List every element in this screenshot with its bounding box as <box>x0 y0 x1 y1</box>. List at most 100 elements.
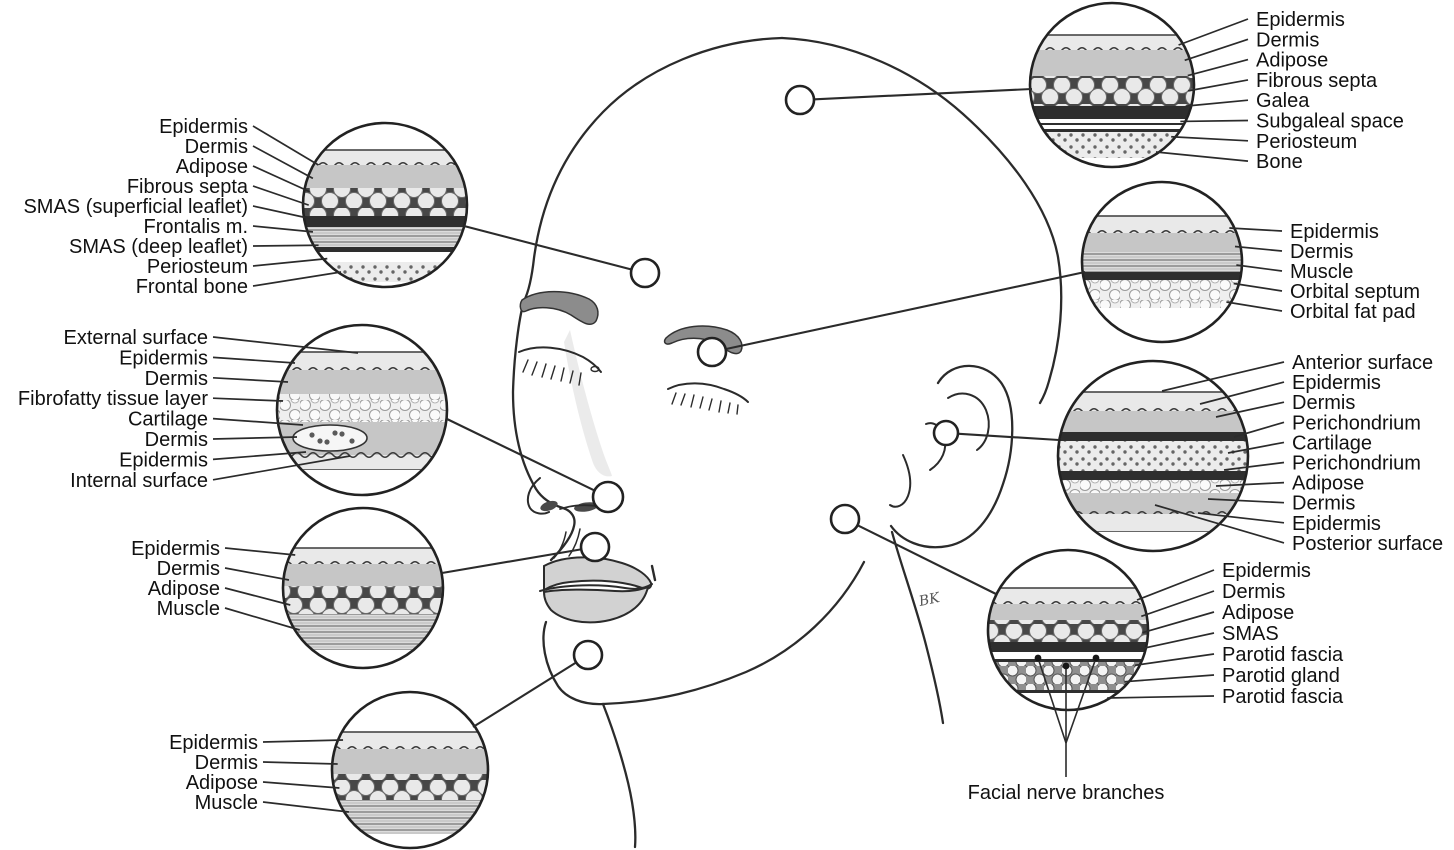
chin-jaw-outline <box>542 560 866 706</box>
layer-label-parotid-5: Parotid gland <box>1222 665 1340 687</box>
layer-label-scalp-0: Epidermis <box>1256 9 1345 31</box>
inset-forehead-layers <box>304 124 466 286</box>
marker-connector-forehead <box>463 224 631 271</box>
leader-line-chin-0 <box>262 739 344 743</box>
layer-band-stipple <box>1059 441 1247 471</box>
layer-band-epi <box>284 548 442 564</box>
layer-label-parotid-1: Dermis <box>1222 581 1285 603</box>
site-marker-ear <box>932 419 960 447</box>
leader-line-chin-3 <box>262 801 349 813</box>
artist-signature: BK <box>917 590 943 610</box>
inset-parotid-layers <box>989 551 1147 709</box>
layer-label-scalp-4: Galea <box>1256 90 1310 112</box>
leader-line-eyelid-0 <box>1229 227 1283 232</box>
leader-line-nose-7 <box>212 455 351 481</box>
layer-band-white <box>304 124 466 150</box>
layer-band-dark <box>1031 106 1193 119</box>
layer-label-scalp-1: Dermis <box>1256 29 1319 51</box>
layer-label-forehead-0: Epidermis <box>159 116 248 138</box>
leader-line-lip-1 <box>224 567 290 581</box>
inset-nose: External surfaceEpidermisDermisFibrofatt… <box>18 323 449 497</box>
layer-band-white <box>989 551 1147 588</box>
layer-band-adipose_light <box>1059 480 1247 493</box>
neck-back-line <box>890 530 945 725</box>
layer-label-ear-6: Adipose <box>1292 473 1364 495</box>
marker-connector-eyelid <box>726 270 1086 350</box>
nerve-branch-dot-0 <box>1034 654 1042 662</box>
leader-line-forehead-2 <box>252 165 311 193</box>
layer-band-epi <box>1083 216 1241 233</box>
layer-band-white <box>989 652 1147 662</box>
layer-label-ear-4: Cartilage <box>1292 432 1372 454</box>
leader-line-scalp-7 <box>1155 151 1249 162</box>
layer-band-adipose <box>284 586 442 614</box>
layer-label-nose-6: Epidermis <box>119 449 208 471</box>
layer-band-dermis <box>989 604 1147 620</box>
layer-label-eyelid-0: Epidermis <box>1290 221 1379 243</box>
nerve-pointer-line-0 <box>1037 657 1067 744</box>
philtrum-lines <box>553 528 581 559</box>
mouth-line <box>539 583 653 592</box>
leader-line-ear-8 <box>1197 512 1285 524</box>
cartilage-ellipse <box>292 424 368 452</box>
layer-label-nose-5: Dermis <box>145 429 208 451</box>
layer-band-dark <box>304 247 466 252</box>
nerve-branch-dot-2 <box>1092 654 1100 662</box>
layer-band-epi <box>278 352 446 370</box>
leader-line-ear-6 <box>1215 481 1285 487</box>
layer-label-forehead-1: Dermis <box>185 136 248 158</box>
leader-line-eyelid-1 <box>1234 245 1283 252</box>
leader-line-parotid-3 <box>1140 632 1215 650</box>
layer-label-ear-2: Dermis <box>1292 392 1355 414</box>
layer-label-lip-3: Muscle <box>157 598 220 620</box>
layer-label-ear-1: Epidermis <box>1292 372 1381 394</box>
layer-label-lip-2: Adipose <box>148 578 220 600</box>
inset-forehead-outline <box>301 121 469 289</box>
layer-label-scalp-3: Fibrous septa <box>1256 70 1378 92</box>
layer-label-ear-7: Dermis <box>1292 493 1355 515</box>
eye-near-lashes <box>671 392 739 415</box>
leader-line-chin-2 <box>262 781 340 789</box>
leader-line-forehead-3 <box>252 185 310 206</box>
layer-band-line <box>989 690 1147 693</box>
head-profile-drawing <box>511 36 1063 849</box>
nerve-pointer-line-2 <box>1065 657 1097 744</box>
inset-parotid-outline <box>986 548 1150 712</box>
layer-label-forehead-6: SMAS (deep leaflet) <box>69 236 248 258</box>
leader-line-nose-3 <box>212 397 284 402</box>
inset-eyelid-outline <box>1080 180 1244 344</box>
layer-band-white <box>304 252 466 262</box>
leader-line-lip-2 <box>224 587 291 606</box>
skull-front-outline <box>522 36 784 303</box>
layer-label-lip-1: Dermis <box>157 558 220 580</box>
layer-band-dark <box>1059 471 1247 480</box>
neck-front-line <box>601 702 637 849</box>
facial-nerve-label: Facial nerve branches <box>968 782 1165 804</box>
layer-band-epi <box>1059 392 1247 411</box>
site-marker-eyelid <box>696 336 728 368</box>
layer-band-white <box>1031 158 1193 166</box>
leader-line-nose-2 <box>212 376 289 383</box>
inset-ear-outline <box>1056 359 1250 553</box>
site-marker-lip <box>579 531 611 563</box>
layer-band-dermis <box>278 370 446 394</box>
layer-band-white <box>1083 308 1241 341</box>
leader-line-chin-1 <box>262 761 338 765</box>
eyebrow-far <box>519 290 599 326</box>
layer-label-nose-7: Internal surface <box>70 470 208 492</box>
nostril-far <box>540 500 558 512</box>
ear-inner-helix <box>947 392 990 451</box>
layer-label-eyelid-3: Orbital septum <box>1290 281 1420 303</box>
leader-line-scalp-6 <box>1171 135 1249 142</box>
layer-band-adipose <box>333 774 487 800</box>
layer-label-nose-1: Epidermis <box>119 347 208 369</box>
layer-label-parotid-6: Parotid fascia <box>1222 686 1344 708</box>
layer-band-epi <box>333 732 487 749</box>
layer-label-forehead-4: SMAS (superficial leaflet) <box>23 196 248 218</box>
leader-line-scalp-0 <box>1178 18 1249 46</box>
